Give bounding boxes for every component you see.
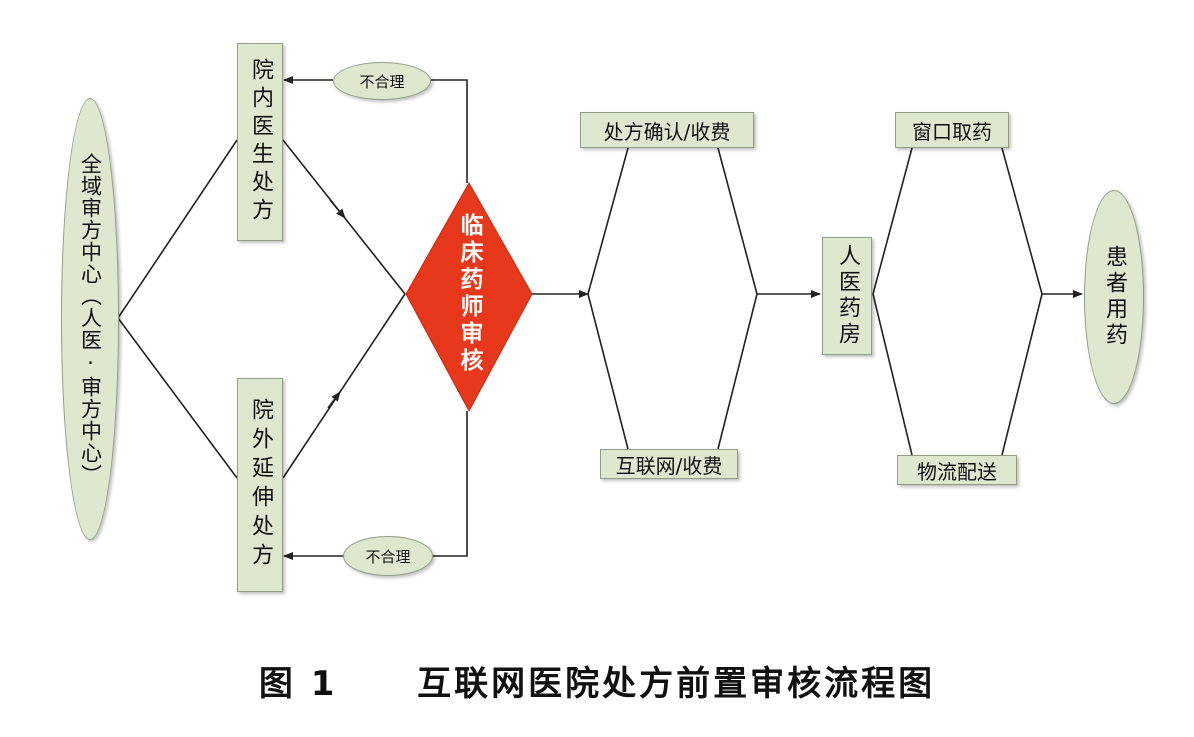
line-center-inpatient bbox=[117, 139, 238, 319]
line-review-feedback-bottom bbox=[433, 411, 468, 557]
figure-title: 互联网医院处方前置审核流程图 bbox=[417, 664, 936, 704]
figure-caption: 图 1 互联网医院处方前置审核流程图 bbox=[0, 656, 1194, 705]
unreasonable-bottom-ellipse: 不合理 bbox=[343, 536, 433, 576]
arrow-inpatient-mid bbox=[329, 199, 346, 219]
unreasonable-bottom-label: 不合理 bbox=[365, 547, 411, 566]
outpatient-prescription-box: 院外延伸处方 bbox=[237, 378, 283, 592]
patient-node: 患者用药 bbox=[1084, 190, 1144, 404]
unreasonable-top-ellipse: 不合理 bbox=[333, 62, 431, 100]
review-diamond-label: 临床药师审核 bbox=[456, 213, 482, 375]
line-center-outpatient bbox=[117, 317, 238, 479]
center-node: 全域审方中心（人医·审方中心） bbox=[61, 98, 119, 540]
internet-charge-box: 互联网/收费 bbox=[600, 449, 738, 479]
pharmacy-label: 人医药房 bbox=[835, 244, 860, 348]
window-pickup-box: 窗口取药 bbox=[895, 112, 1009, 148]
center-node-label: 全域审方中心（人医·审方中心） bbox=[78, 152, 103, 486]
unreasonable-top-label: 不合理 bbox=[359, 72, 405, 91]
confirm-charge-box: 处方确认/收费 bbox=[580, 112, 754, 148]
logistics-label: 物流配送 bbox=[917, 459, 997, 484]
figure-number: 图 1 bbox=[258, 664, 338, 704]
line-outpatient-review bbox=[282, 293, 406, 479]
confirm-charge-label: 处方确认/收费 bbox=[603, 119, 731, 144]
outpatient-prescription-label: 院外延伸处方 bbox=[248, 398, 273, 572]
arrow-outpatient-mid bbox=[327, 391, 341, 409]
inpatient-prescription-box: 院内医生处方 bbox=[237, 43, 283, 241]
review-diamond bbox=[405, 181, 533, 413]
line-review-feedback-top bbox=[431, 79, 468, 183]
window-pickup-label: 窗口取药 bbox=[912, 119, 992, 144]
logistics-box: 物流配送 bbox=[897, 455, 1017, 485]
patient-node-label: 患者用药 bbox=[1102, 245, 1127, 349]
inpatient-prescription-label: 院内医生处方 bbox=[248, 58, 273, 226]
pharmacy-box: 人医药房 bbox=[822, 237, 872, 355]
internet-charge-label: 互联网/收费 bbox=[615, 453, 723, 478]
